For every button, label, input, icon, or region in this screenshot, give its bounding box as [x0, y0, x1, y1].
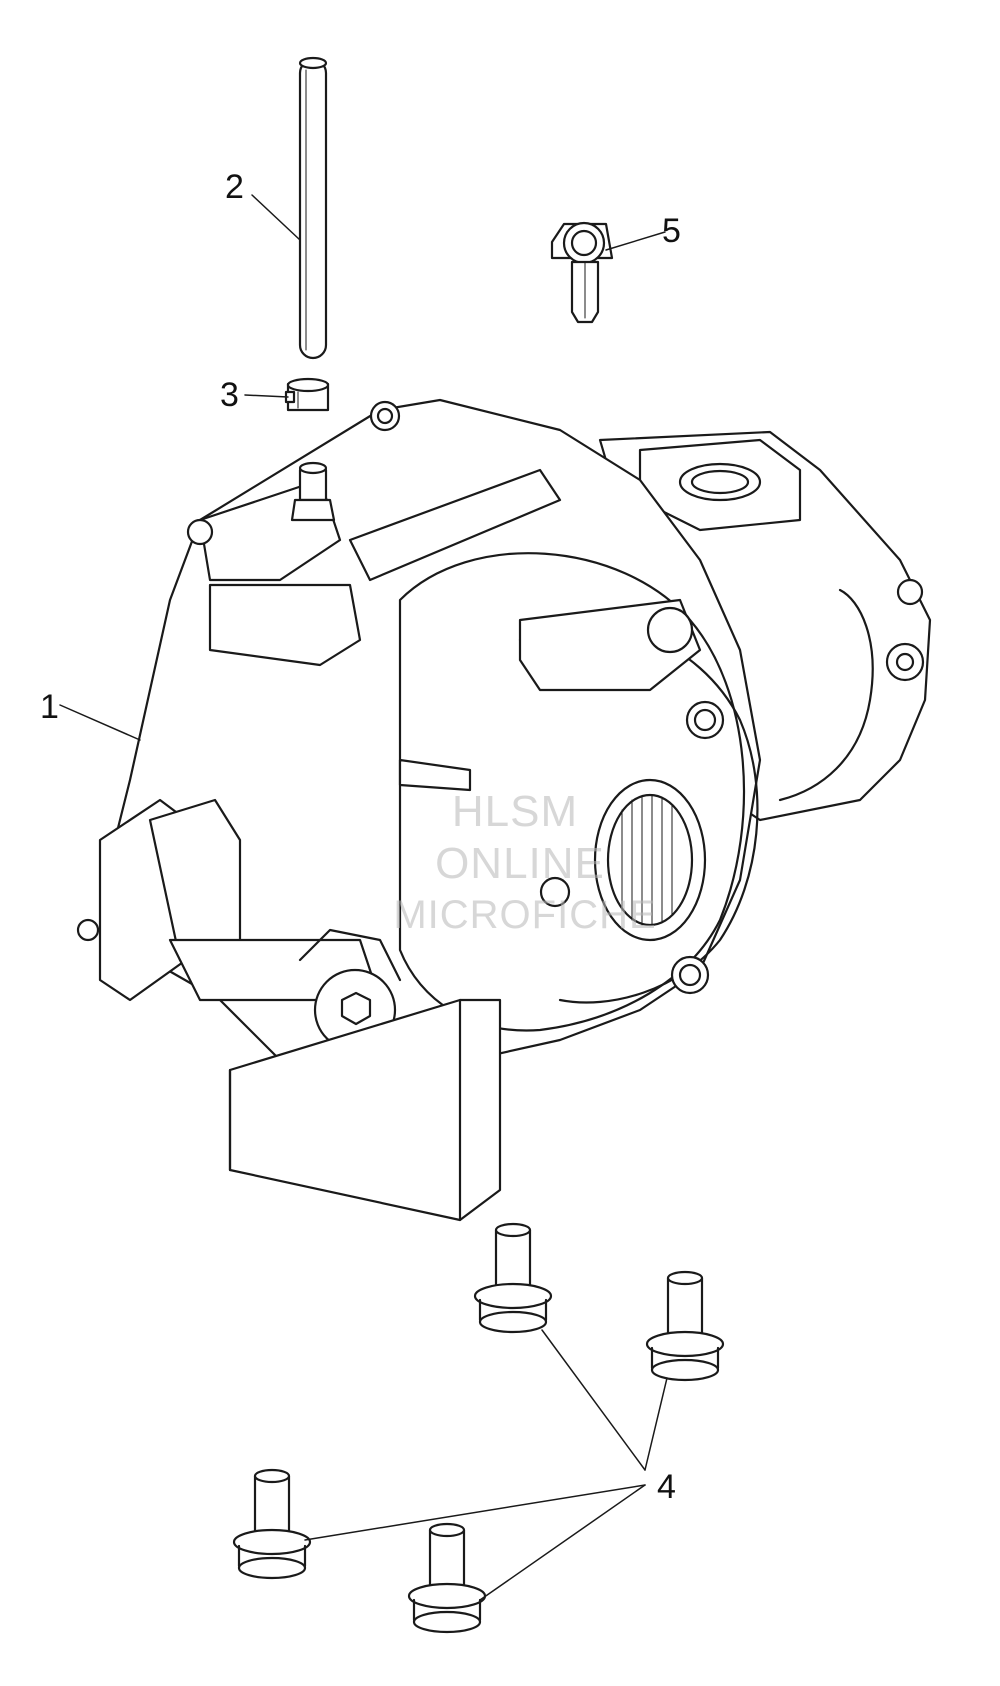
watermark-line-2: ONLINE	[435, 839, 605, 888]
callout-2[interactable]: 2	[225, 168, 244, 206]
flange-bolt-part-a[interactable]	[473, 1222, 553, 1334]
callout-1[interactable]: 1	[40, 688, 59, 726]
callout-4[interactable]: 4	[657, 1468, 676, 1506]
sensor-part[interactable]	[550, 221, 614, 324]
callout-5[interactable]: 5	[662, 212, 681, 250]
vent-tube-part[interactable]	[298, 56, 328, 360]
callout-3[interactable]: 3	[220, 376, 239, 414]
watermark-line-3: MICROFICHE	[393, 893, 657, 937]
flange-bolt-part-b[interactable]	[645, 1270, 725, 1382]
flange-bolt-part-d[interactable]	[407, 1522, 487, 1634]
leader-lines	[59, 194, 668, 1601]
hose-clamp-part[interactable]	[284, 377, 330, 412]
watermark-line-1: HLSM	[451, 787, 579, 836]
transmission-housing-part[interactable]	[76, 398, 932, 1222]
flange-bolt-part-c[interactable]	[232, 1468, 312, 1580]
